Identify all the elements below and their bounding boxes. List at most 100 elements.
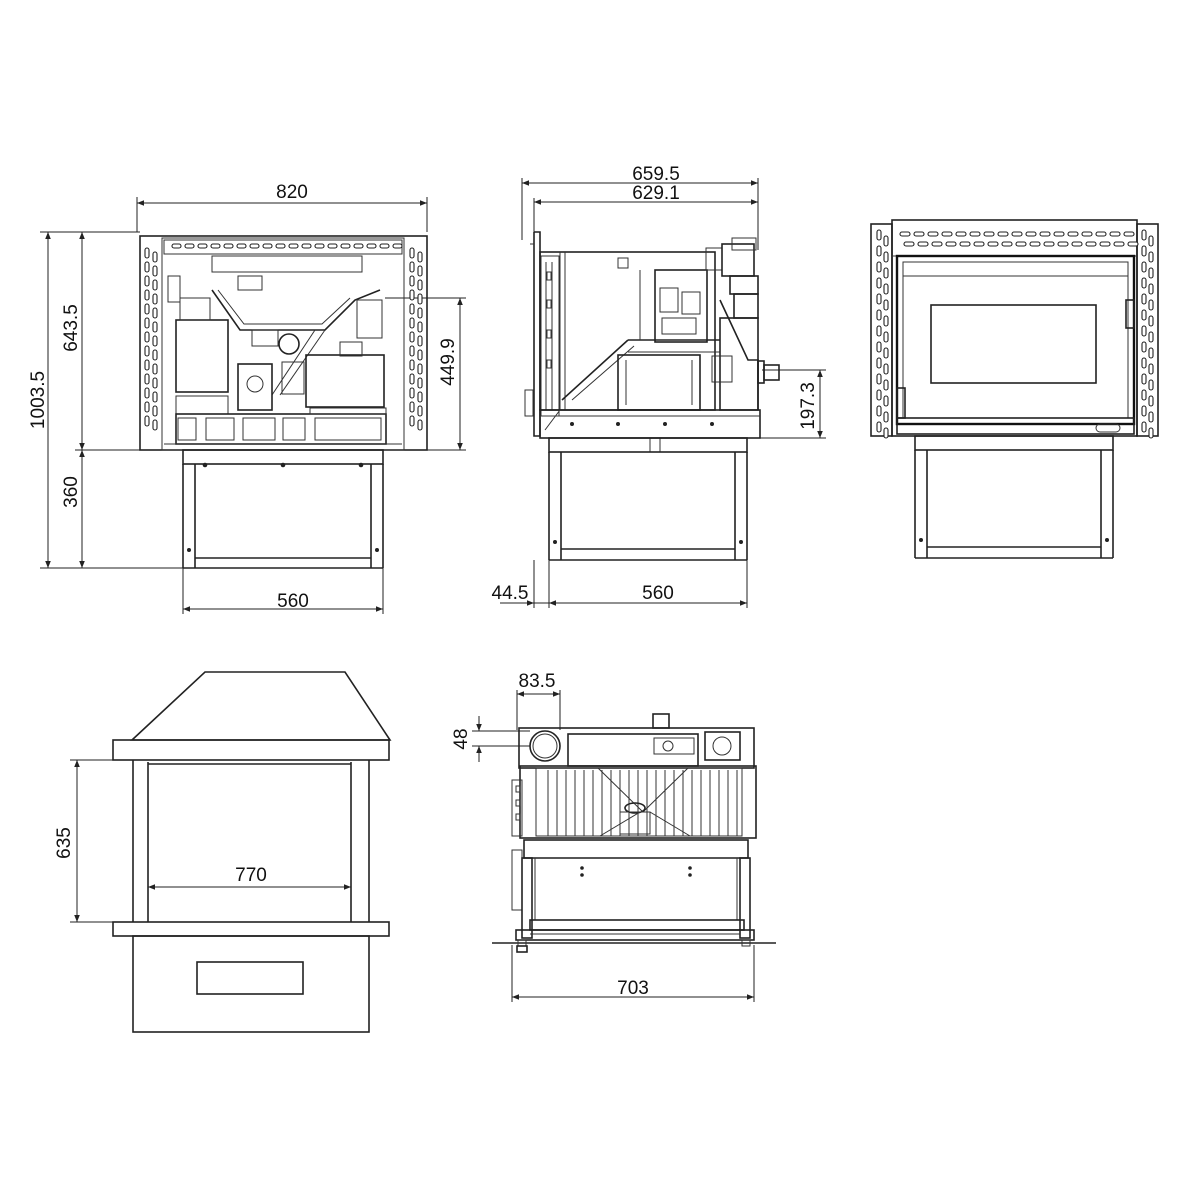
vent-slot [883, 379, 889, 391]
glass-left-slots [876, 229, 889, 439]
vent-slot [152, 293, 158, 305]
vent-slot [1148, 331, 1154, 343]
vent-slot [876, 277, 882, 289]
vent-slot [409, 289, 415, 301]
vent-slot [210, 243, 221, 249]
vent-slot [1141, 389, 1147, 401]
vent-slot [1001, 241, 1013, 247]
vent-slot [883, 363, 889, 375]
vent-slot [1141, 357, 1147, 369]
vent-slot [409, 345, 415, 357]
vent-slot [152, 251, 158, 263]
vent-slot [144, 373, 150, 385]
vent-slot [1141, 277, 1147, 289]
vent-slot [1043, 241, 1055, 247]
vent-slot [883, 347, 889, 359]
vent-slot [955, 231, 967, 237]
vent-slot [883, 427, 889, 439]
dim-front-stand-width: 560 [277, 591, 309, 612]
vent-slot [409, 261, 415, 273]
vent-slot [883, 331, 889, 343]
vent-slot [876, 325, 882, 337]
side-view: 659.5 629.1 197.3 44.5 560 [492, 164, 826, 608]
vent-slot [152, 405, 158, 417]
vent-slot [931, 241, 943, 247]
vent-slot [941, 231, 953, 237]
vent-slot [144, 331, 150, 343]
dim-top-overall-width: 703 [617, 978, 649, 999]
vent-slot [1148, 347, 1154, 359]
vent-slot [171, 243, 182, 249]
vent-slot [1141, 309, 1147, 321]
vent-slot [417, 307, 423, 319]
vent-slot [899, 231, 911, 237]
vent-slot [1081, 231, 1093, 237]
vent-slot [883, 283, 889, 295]
vent-slot [1148, 411, 1154, 423]
dim-front-total-height: 1003.5 [28, 371, 49, 429]
vent-slot [417, 349, 423, 361]
vent-slot [144, 345, 150, 357]
vent-slot [969, 231, 981, 237]
vent-slot [144, 317, 150, 329]
vent-slot [1029, 241, 1041, 247]
vent-slot [1039, 231, 1051, 237]
vent-slot [152, 363, 158, 375]
front-glass-view [870, 219, 1159, 559]
vent-slot [409, 359, 415, 371]
vent-slot [379, 243, 390, 249]
vent-slot [417, 419, 423, 431]
vent-slot [144, 387, 150, 399]
vent-slot [197, 243, 208, 249]
dim-front-upper-height: 643.5 [61, 304, 82, 352]
dim-side-stand-width: 560 [642, 583, 674, 604]
vent-slot [876, 309, 882, 321]
glass-right-slots [1141, 229, 1154, 439]
vent-slot [417, 363, 423, 375]
vent-slot [983, 231, 995, 237]
vent-slot [417, 391, 423, 403]
vent-slot [144, 415, 150, 427]
vent-slot [945, 241, 957, 247]
vent-slot [1095, 231, 1107, 237]
vent-slot [340, 243, 351, 249]
vent-slot [959, 241, 971, 247]
vent-slot [883, 235, 889, 247]
vent-slot [1141, 229, 1147, 241]
vent-slot [876, 357, 882, 369]
front-left-slots [144, 247, 158, 431]
vent-slot [1071, 241, 1083, 247]
vent-slot [152, 265, 158, 277]
vent-slot [392, 243, 403, 249]
vent-slot [152, 335, 158, 347]
vent-slot [1085, 241, 1097, 247]
vent-slot [876, 389, 882, 401]
vent-slot [1148, 283, 1154, 295]
vent-slot [876, 373, 882, 385]
vent-slot [1141, 341, 1147, 353]
vent-slot [1141, 405, 1147, 417]
vent-slot [409, 415, 415, 427]
vent-slot [876, 405, 882, 417]
top-view: 83.5 48 703 [451, 671, 776, 1002]
vent-slot [1099, 241, 1111, 247]
vent-slot [883, 395, 889, 407]
front-view: 820 1003.5 643.5 360 449.9 560 [28, 182, 466, 614]
vent-slot [1141, 293, 1147, 305]
vent-slot [1141, 261, 1147, 273]
vent-slot [883, 251, 889, 263]
vent-slot [262, 243, 273, 249]
vent-slot [417, 293, 423, 305]
vent-slot [876, 261, 882, 273]
vent-slot [144, 275, 150, 287]
vent-slot [1123, 231, 1135, 237]
vent-slot [288, 243, 299, 249]
vent-slot [409, 331, 415, 343]
vent-slot [876, 229, 882, 241]
vent-slot [152, 307, 158, 319]
vent-slot [1148, 427, 1154, 439]
vent-slot [417, 405, 423, 417]
dim-hood-opening-width: 770 [235, 865, 267, 886]
vent-slot [366, 243, 377, 249]
